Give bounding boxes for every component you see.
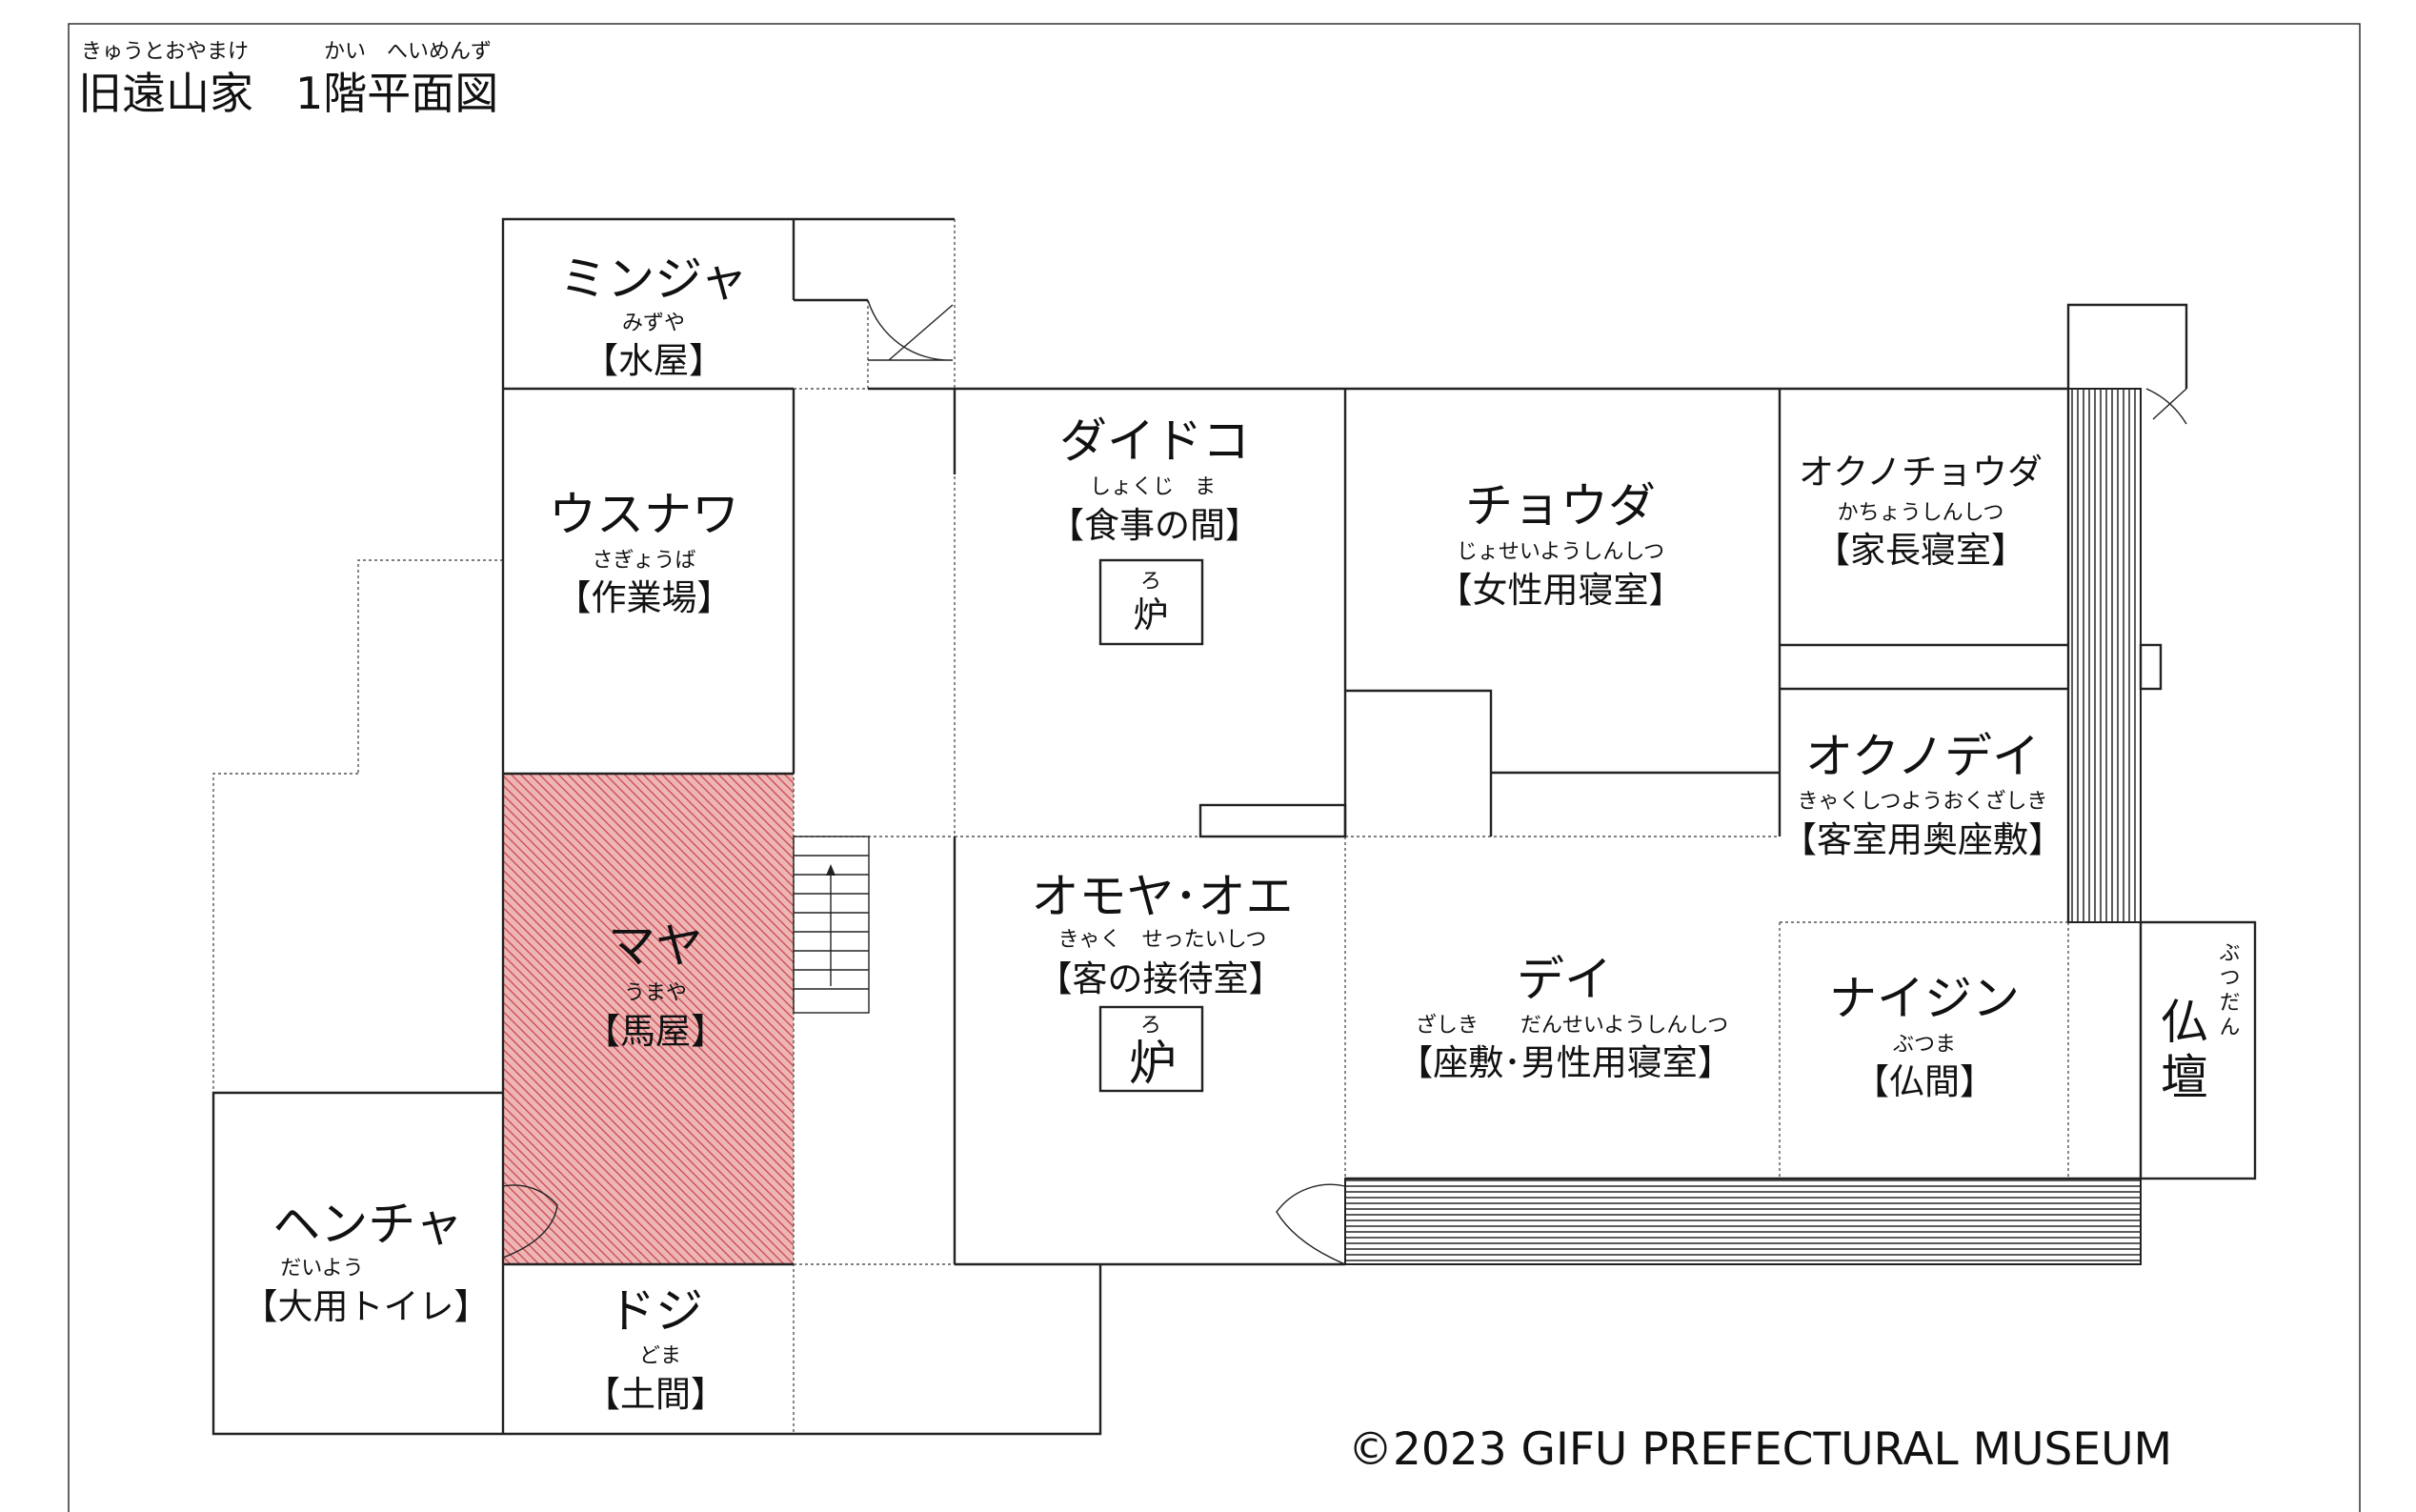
room-name: ウスナワ [549,487,739,542]
room-maya: マヤ うまや 【馬屋】 [585,918,726,1052]
room-label: 【家長寝室】 [1815,530,2026,571]
room-okudei: オクノデイ きゃくしつようおくざしき 【客室用奥座敷】 [1782,729,2064,860]
room-name: ダイドコ [1059,413,1250,469]
room-label: 【客室用奥座敷】 [1782,819,2064,860]
room-ruby: だいよう [280,1257,364,1280]
room-okuchouda: オクノチョウダ かちょうしんしつ 【家長寝室】 [1799,452,2043,571]
room-label: 【土間】 [585,1374,726,1415]
left-annex-outline [357,559,503,774]
room-label: 【食事の間】 [1049,505,1260,546]
room-ruby: きゃくしつようおくざしき [1798,789,2048,814]
room-name: ヘンチャ [272,1197,463,1252]
east-step [2139,643,2163,691]
room-name: マヤ [608,918,703,974]
hearth-ruby: ろ [1140,570,1161,594]
room-label: 【大用トイレ】 [243,1286,490,1327]
minja-door-leaf [888,304,954,361]
room-dei: デイ ざしき だんせいようしんしつ 【座敷･男性用寝室】 [1398,952,1733,1083]
room-label: 【水屋】 [583,340,724,381]
title-name: 旧遠山家 [78,68,253,119]
room-naijin: ナイジン ぶつま 【仏間】 [1829,971,2020,1102]
stair-arrow-head [826,864,836,876]
minja-wall [501,217,955,389]
room-ruby: みずや [622,312,685,335]
daidoko-hearth-box [1098,558,1204,646]
room-name: オモヤ･オエ [1032,869,1294,924]
butsudan-ruby: ぶつだん [2216,941,2241,1040]
minja-door-swing [867,299,954,361]
room-ruby: どま [639,1344,681,1368]
door-swings [502,299,2187,1265]
room-name: ミンジャ [559,252,748,307]
title-floor: 1階平面図 [295,68,498,119]
hencha-wall [211,1091,1102,1436]
room-name: デイ [1517,952,1612,1007]
room-omoya: オモヤ･オエ きゃく せったいしつ 【客の接待室】 ろ 炉 [1032,869,1294,1091]
title-ruby-name: きゅうとおやまけ [81,40,249,64]
room-ruby: ぶつま [1893,1033,1956,1057]
room-daidoko: ダイドコ しょくじ ま 【食事の間】 ろ 炉 [1049,413,1260,635]
hearth-ruby: ろ [1140,1014,1161,1038]
stair-box [793,836,870,1014]
south-veranda [1344,1178,2142,1265]
room-butsudan: 仏 壇 ぶつだん [2161,941,2241,1105]
ne-door-frame [2066,303,2188,389]
east-veranda [2067,388,2142,923]
maya-hatched-area [503,774,794,1264]
page-frame [68,23,2361,1512]
maya-door-swing [502,1184,558,1259]
hearth-label: 炉 [1129,1036,1177,1091]
room-name: ドジ [608,1283,703,1339]
butsudan-box [2139,920,2257,1180]
ne-door-leaf [2152,388,2187,420]
title: きゅうとおやまけ かい へいめんず 旧遠山家 1階平面図 [78,40,498,119]
omoya-hearth-box [1098,1005,1204,1093]
room-label: 【仏間】 [1854,1061,1995,1102]
room-name: オクノデイ [1805,729,2040,784]
room-ruby: さぎょうば [593,549,696,573]
copyright: ©2023 GIFU PREFECTURAL MUSEUM [1348,1423,2172,1476]
room-ruby: うまや [624,981,687,1005]
chouda-bottom-wall [1345,689,1493,837]
room-chouda: チョウダ じょせいようしんしつ 【女性用寝室】 [1438,478,1684,611]
omoya-door-swing [1276,1183,1346,1265]
staircase [793,836,870,1014]
room-ruby: きゃく せったいしつ [1058,928,1267,952]
room-doji: ドジ どま 【土間】 [585,1283,726,1415]
room-usunawa: ウスナワ さぎょうば 【作業場】 [549,487,739,618]
room-label: 【馬屋】 [585,1011,726,1052]
room-minja: ミンジャ みずや 【水屋】 [559,252,748,381]
room-ruby: しょくじ ま [1090,475,1216,499]
dai-shelf [1198,803,1347,838]
title-ruby-floor: かい へいめんず [324,40,492,64]
room-ruby: ざしき だんせいようしんしつ [1416,1013,1728,1038]
butsudan-char-2: 壇 [2161,1050,2208,1105]
hearth-label: 炉 [1134,595,1169,635]
room-name: チョウダ [1465,478,1656,534]
room-hencha: ヘンチャ だいよう 【大用トイレ】 [243,1197,490,1327]
room-ruby: かちょうしんしつ [1838,501,2004,525]
butsudan-char-1: 仏 [2161,995,2208,1050]
room-label: 【客の接待室】 [1037,958,1284,999]
ne-door-swing [2145,388,2187,425]
room-label: 【作業場】 [556,577,733,618]
room-label: 【女性用寝室】 [1438,570,1684,611]
room-name: オクノチョウダ [1799,452,2043,493]
left-outer-outline [212,773,358,1093]
room-name: ナイジン [1829,971,2020,1026]
room-ruby: じょせいようしんしつ [1457,540,1664,564]
room-label: 【座敷･男性用寝室】 [1398,1042,1733,1083]
